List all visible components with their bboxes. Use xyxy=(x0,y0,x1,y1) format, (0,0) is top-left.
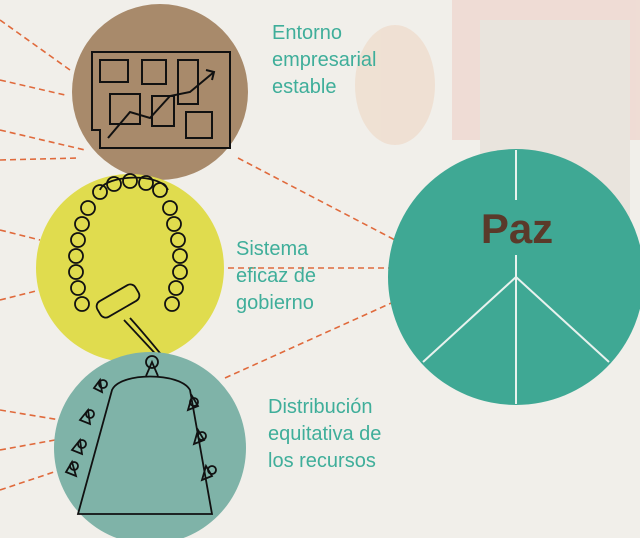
connector-line xyxy=(0,229,41,241)
government-label-line-2: eficaz de xyxy=(236,265,317,287)
connector-line xyxy=(0,289,41,301)
distribution-label-line-1: Distribución xyxy=(268,396,373,418)
distribution-circle xyxy=(54,352,246,538)
distribution-node xyxy=(54,352,246,538)
distribution-label: Distribución equitativa de los recursos xyxy=(268,394,381,475)
connector-line xyxy=(0,439,56,451)
peace-node xyxy=(388,149,640,405)
background-print xyxy=(355,0,640,230)
connector-line xyxy=(224,299,399,379)
shared-cake-icon xyxy=(64,355,217,515)
connector-line xyxy=(0,19,71,71)
business-circle xyxy=(72,4,248,180)
government-label: Sistema eficaz de gobierno xyxy=(236,236,316,317)
government-circle xyxy=(36,174,224,362)
connector-line xyxy=(0,79,66,96)
line-chart-icon xyxy=(91,51,231,149)
peace-title: Paz xyxy=(480,205,554,252)
business-label-line-2: empresarial xyxy=(272,49,377,71)
connector-lines xyxy=(0,19,399,491)
peace-symbol-icon xyxy=(422,150,610,404)
connector-line xyxy=(0,409,61,421)
business-label-line-3: estable xyxy=(272,76,337,98)
business-label: Entorno empresarial estable xyxy=(272,20,376,101)
distribution-label-line-2: equitativa de xyxy=(268,423,382,445)
connector-line xyxy=(237,157,396,241)
government-label-line-1: Sistema xyxy=(236,238,309,260)
business-label-line-1: Entorno xyxy=(272,22,343,44)
government-label-line-3: gobierno xyxy=(236,292,314,314)
connector-line xyxy=(0,469,61,491)
peace-circle xyxy=(388,149,640,405)
government-node xyxy=(36,173,224,377)
distribution-label-line-3: los recursos xyxy=(268,450,376,472)
business-node xyxy=(72,4,248,180)
connector-line xyxy=(0,157,81,161)
connector-line xyxy=(0,129,86,151)
